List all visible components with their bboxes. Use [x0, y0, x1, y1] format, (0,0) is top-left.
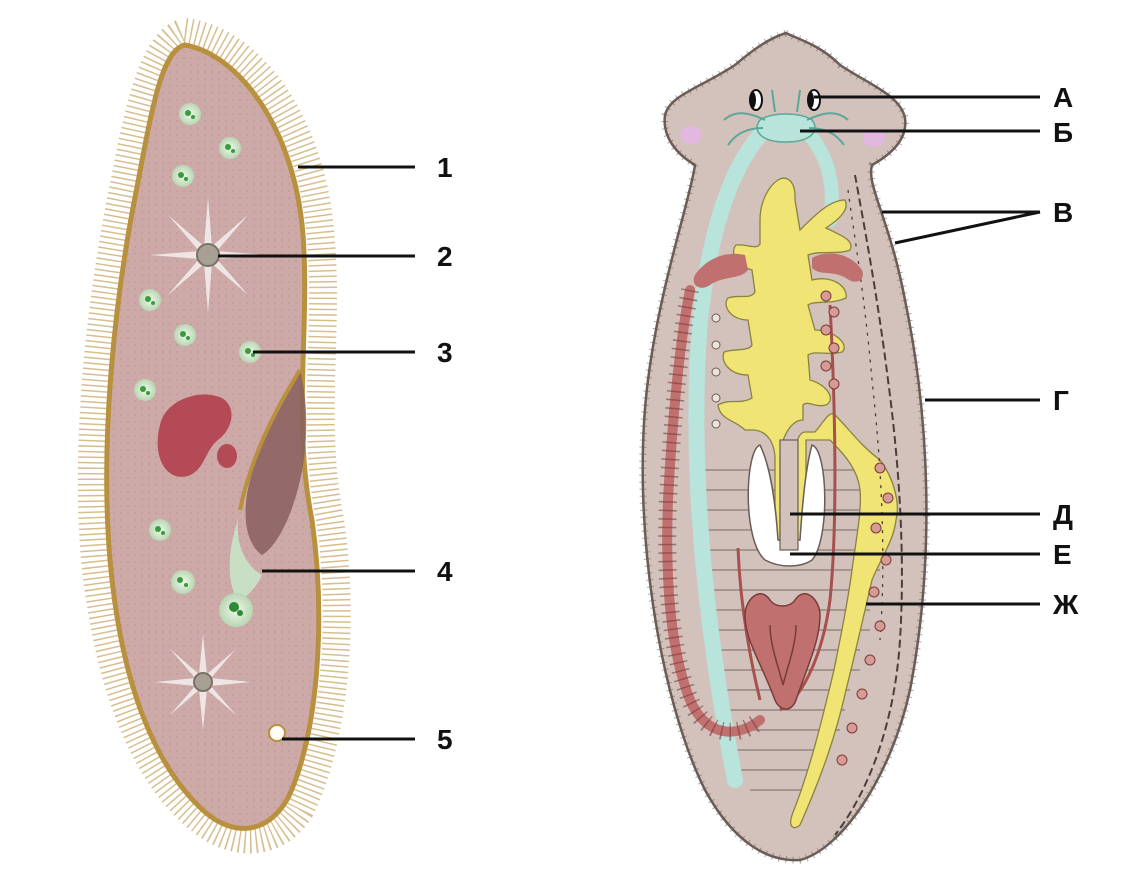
label-v: В [1053, 197, 1073, 228]
vacuole [174, 324, 196, 346]
oviduct-left [693, 253, 748, 288]
auricle-right [863, 129, 885, 147]
micronucleus [217, 444, 237, 468]
testes-chain-left-texture [658, 288, 766, 741]
vacuole [172, 165, 194, 187]
vacuole [179, 103, 201, 125]
label-g: Г [1053, 385, 1069, 416]
vacuole [219, 137, 241, 159]
macronucleus [157, 394, 232, 477]
cerebral-ganglion [756, 113, 816, 143]
gut-side-pockets [711, 313, 721, 429]
cytopharynx [229, 520, 262, 602]
oral-groove [245, 370, 307, 555]
contractile-vacuole-bottom [155, 634, 251, 730]
planarian [639, 29, 930, 864]
label-3: 3 [437, 337, 453, 368]
intestine-anterior [717, 177, 898, 829]
label-d: Д [1053, 499, 1073, 530]
edge-cilia [639, 29, 930, 864]
label-e: Е [1053, 539, 1072, 570]
label-a: А [1053, 82, 1073, 113]
copulatory-inner [769, 624, 797, 686]
auricle-left [680, 126, 702, 144]
eye-left [749, 89, 763, 111]
eye-right [807, 89, 821, 111]
anal-pore [268, 724, 286, 742]
label-zh: Ж [1052, 589, 1079, 620]
vacuole [149, 519, 171, 541]
cilia-fringe [77, 17, 351, 854]
excretory-canal-inner [847, 189, 884, 641]
pharynx-pocket [747, 444, 826, 567]
copulatory-apparatus [744, 593, 821, 710]
right-leaders [790, 95, 1041, 606]
label-1: 1 [437, 152, 453, 183]
oviduct-right [812, 253, 863, 282]
left-leaders [218, 165, 415, 741]
digestive-vacuoles [134, 103, 261, 627]
label-5: 5 [437, 724, 453, 755]
label-2: 2 [437, 241, 453, 272]
vacuole [219, 593, 253, 627]
vacuole [239, 341, 261, 363]
vacuole [171, 570, 195, 594]
vacuole [139, 289, 161, 311]
pharynx [779, 439, 799, 551]
yolk-glands [820, 290, 894, 766]
label-b: Б [1053, 117, 1073, 148]
head-nerves [723, 89, 849, 146]
label-4: 4 [437, 556, 453, 587]
oral-groove-rim [238, 368, 302, 511]
paramecium [77, 17, 351, 854]
vacuole [134, 379, 156, 401]
nerve-cord-left [688, 127, 768, 788]
